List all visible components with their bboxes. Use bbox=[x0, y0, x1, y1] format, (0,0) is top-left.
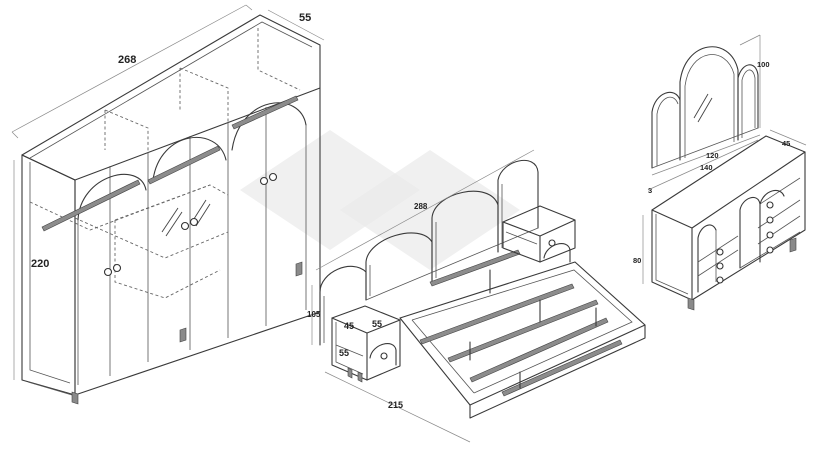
watermark bbox=[240, 130, 520, 270]
mirror-width-label: 120 bbox=[706, 151, 719, 160]
wardrobe-height-label: 220 bbox=[31, 258, 49, 270]
bed-width-label: 288 bbox=[414, 202, 428, 211]
bed-length-label: 215 bbox=[388, 400, 403, 410]
nightstand-right bbox=[502, 205, 576, 263]
dresser bbox=[642, 129, 807, 311]
wardrobe-depth-label: 55 bbox=[299, 12, 311, 24]
dresser-height-label: 80 bbox=[633, 256, 641, 265]
nightstand-width-label: 45 bbox=[344, 321, 354, 331]
dresser-mirror bbox=[651, 34, 761, 176]
nightstand-height-label: 55 bbox=[339, 348, 349, 358]
mirror-height-label: 100 bbox=[757, 60, 770, 69]
dresser-width-label: 140 bbox=[700, 163, 713, 172]
bed-headboard-height-label: 105 bbox=[307, 310, 321, 319]
mirror-thickness-label: 3 bbox=[648, 186, 652, 195]
dresser-depth-label: 45 bbox=[782, 139, 790, 148]
bed bbox=[311, 149, 646, 443]
nightstand-depth-label: 55 bbox=[372, 319, 382, 329]
nightstand-left bbox=[331, 305, 401, 383]
dresser-knob bbox=[716, 201, 774, 284]
wardrobe-width-label: 268 bbox=[118, 54, 136, 66]
wardrobe bbox=[11, 4, 325, 405]
wardrobe-knob bbox=[103, 172, 278, 277]
